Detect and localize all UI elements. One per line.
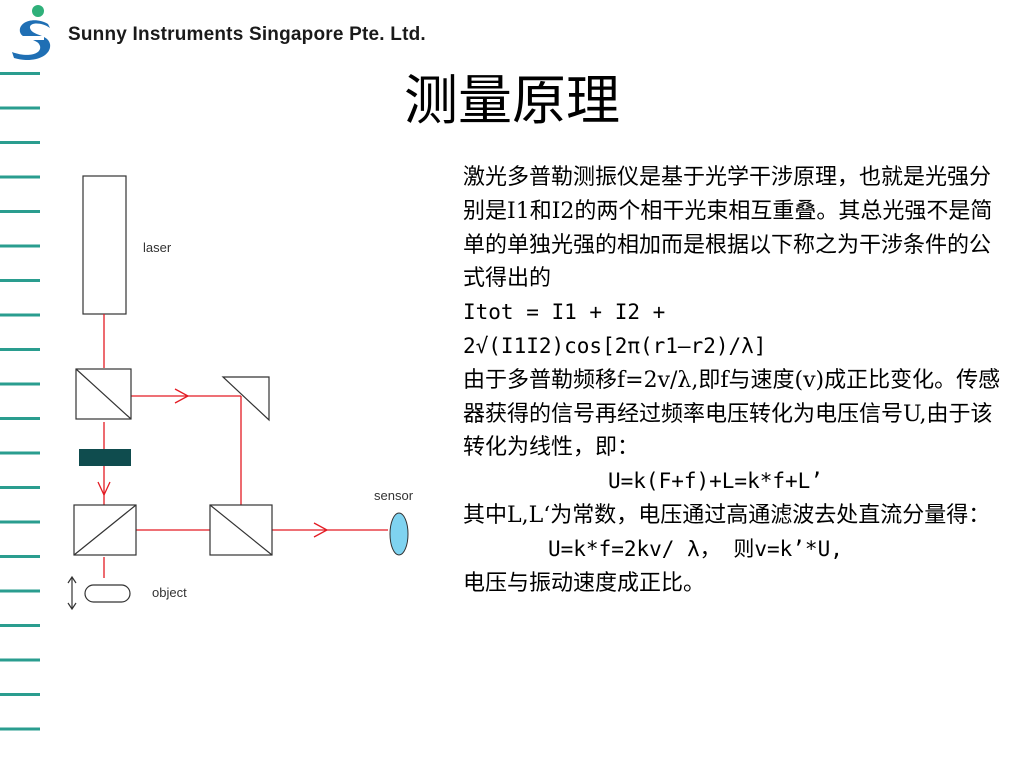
beam-splitter-1 [75, 368, 132, 420]
explanation-text: 激光多普勒测振仪是基于光学干涉原理，也就是光强分别是I1和I2的两个相干光束相互… [463, 161, 1003, 600]
decorative-stripe [0, 210, 40, 213]
stripe-group [0, 72, 40, 731]
paragraph-conclusion: 电压与振动速度成正比。 [463, 570, 706, 596]
equation-velocity: U=k*f=2kv/ λ， 则v=k’*U, [548, 536, 843, 561]
reference-mirror [221, 376, 270, 422]
decorative-stripe [0, 313, 40, 317]
decorative-stripe [0, 658, 40, 662]
decorative-stripe [0, 624, 40, 627]
decorative-stripe [0, 348, 40, 351]
decorative-stripe [0, 141, 40, 144]
paragraph-principle: 激光多普勒测振仪是基于光学干涉原理，也就是光强分别是I1和I2的两个相干光束相互… [463, 165, 993, 292]
vibration-arrow-icon [67, 575, 77, 611]
decorative-stripe [0, 727, 40, 731]
sunny-logo-icon [8, 5, 51, 60]
laser-source [82, 175, 127, 315]
decorative-stripe [0, 555, 40, 558]
decorative-stripe [0, 451, 40, 455]
laser-label: laser [143, 240, 172, 255]
decorative-stripe [0, 417, 40, 420]
company-name: Sunny Instruments Singapore Pte. Ltd. [68, 24, 426, 45]
sensor-label: sensor [374, 488, 414, 503]
decorative-stripe [0, 520, 40, 524]
laser-vibrometer-diagram: laser sensor object [67, 175, 414, 611]
object-label: object [152, 585, 187, 600]
formula-line-1: Itot = I1 + I2 + [463, 300, 666, 325]
paragraph-doppler: 由于多普勒频移f=2v/λ,即f与速度(v)成正比变化。传感器获得的信号再经过频… [463, 367, 1001, 461]
left-decorative-stripes [0, 72, 40, 731]
beam-splitter-2 [73, 504, 137, 556]
decorative-stripe [0, 72, 40, 75]
decorative-stripe [0, 589, 40, 593]
decorative-stripe [0, 693, 40, 696]
sensor-lens [389, 512, 409, 556]
decorative-stripe [0, 106, 40, 110]
decorative-stripe [0, 244, 40, 248]
decorative-stripe [0, 382, 40, 386]
equation-voltage: U=k(F+f)+L=k*f+L’ [608, 469, 823, 494]
formula-line-2: 2√(I1I2)cos[2π(r1–r2)/λ] [463, 333, 767, 358]
decorative-stripe [0, 175, 40, 179]
slide-title: 测量原理 [404, 69, 620, 132]
decorative-stripe [0, 486, 40, 489]
target-object [84, 584, 131, 603]
bragg-cell [79, 449, 131, 466]
decorative-stripe [0, 279, 40, 282]
paragraph-constants: 其中L,L‘为常数，电压通过高通滤波去处直流分量得： [463, 502, 991, 528]
beam-splitter-3 [209, 504, 273, 556]
